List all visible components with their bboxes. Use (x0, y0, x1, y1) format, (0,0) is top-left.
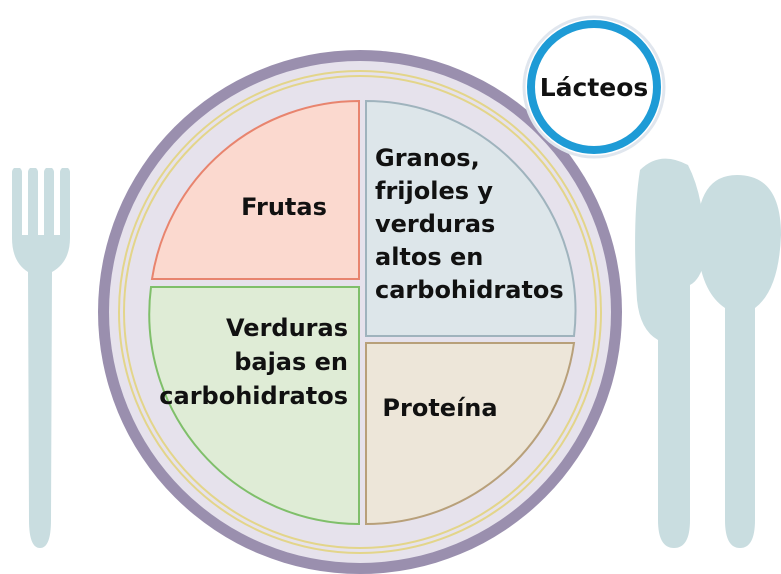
section-grains (365, 99, 577, 337)
label-line: Verduras (226, 314, 348, 342)
label-grains: Granos, frijoles y verduras altos en carbohi… (375, 144, 564, 304)
label-protein: Proteína (382, 394, 497, 422)
plate-ring-inner (123, 75, 597, 549)
label-line: carbohidratos (159, 382, 348, 410)
dairy-cup-ring (527, 20, 661, 154)
label-line: Granos, (375, 144, 480, 172)
label-line: carbohidratos (375, 276, 564, 304)
section-vegetables (148, 286, 360, 526)
plate-sections (148, 99, 577, 526)
label-line: bajas en (234, 348, 348, 376)
dairy-cup: Lácteos (522, 15, 666, 159)
label-line: altos en (375, 243, 483, 271)
section-protein (365, 342, 576, 526)
dairy-label: Lácteos (540, 73, 649, 102)
label-line: Frutas (241, 193, 327, 221)
label-vegetables: Verduras bajas en carbohidratos (159, 314, 348, 410)
label-fruits: Frutas (241, 193, 327, 221)
spoon-icon (697, 175, 781, 548)
label-line: frijoles y (375, 177, 493, 205)
label-line: verduras (375, 210, 495, 238)
plate-ring-outer (118, 70, 602, 554)
knife-icon (635, 158, 706, 549)
section-fruits (150, 99, 360, 280)
label-line: Proteína (382, 394, 497, 422)
fork-icon (12, 168, 70, 548)
